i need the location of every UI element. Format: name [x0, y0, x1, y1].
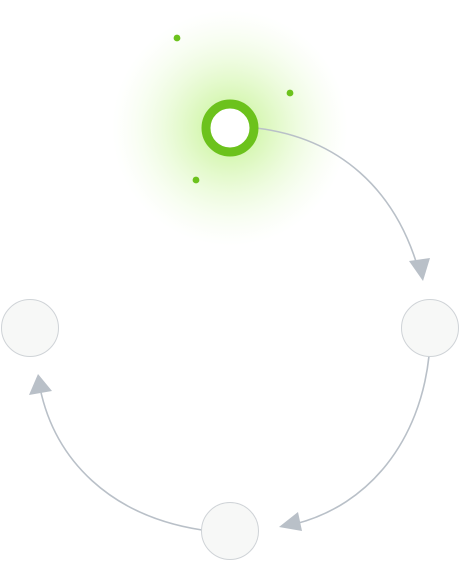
- cycle-node-top[interactable]: [201, 99, 259, 157]
- cycle-node-left[interactable]: [1, 299, 59, 357]
- sparkle-dot-icon: [192, 176, 200, 184]
- cycle-node-bottom[interactable]: [201, 502, 259, 560]
- sparkle-dot-icon: [286, 89, 294, 97]
- arrowhead-top-to-right-icon: [409, 258, 430, 281]
- connector-top-to-right: [255, 127, 419, 269]
- arrowhead-right-to-bottom-icon: [279, 512, 302, 531]
- connector-right-to-bottom: [294, 355, 430, 525]
- sparkle-dot-icon: [173, 34, 181, 42]
- cycle-node-right[interactable]: [401, 299, 459, 357]
- arrowhead-bottom-to-left-icon: [29, 374, 52, 395]
- connector-bottom-to-left: [39, 387, 203, 531]
